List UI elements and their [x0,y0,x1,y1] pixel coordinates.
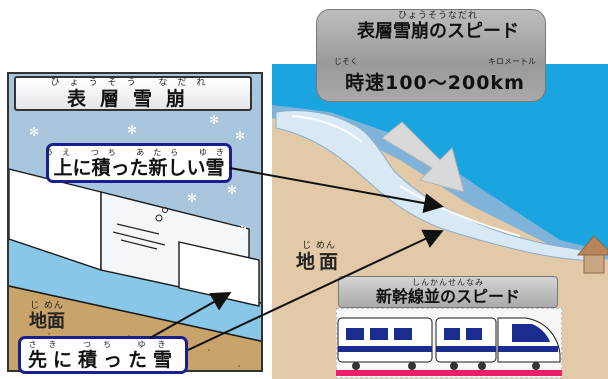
svg-text:✻: ✻ [237,223,247,237]
new-snow-label: 上に積った新しい雪 [53,156,225,179]
shinkansen-header: しんかんせんなみ 新幹線並のスピード [338,276,558,308]
svg-text:✻: ✻ [209,113,219,127]
svg-text:✻: ✻ [235,129,245,143]
left-title-box: ひょうそう なだれ 表層雪崩 [14,76,252,111]
speed-title-group: ひょうそうなだれ 表層雪崩のスピード [330,12,546,41]
svg-text:✻: ✻ [187,191,197,205]
new-snow-ruby: うえ つち あたら ゆき [45,147,233,157]
left-ground-ruby: じ めん [30,301,64,311]
left-ground-label: じ めん 地面 [29,302,65,331]
shinkansen-title: 新幹線並のスピード [375,287,520,306]
shinkansen-train-image [336,308,562,378]
shinkansen-ruby: しんかんせんなみ [411,278,484,287]
old-snow-label-box: さき つち ゆき 先に積った雪 [18,336,188,374]
title-ruby: ひょうそう なだれ [50,77,216,88]
speed-value-group: じそく キロメートル 時速100〜200km [330,58,540,95]
left-ground-text: 地面 [29,311,65,332]
old-snow-label: 先に積った雪 [27,348,178,371]
speed-unit-ruby: キロメートル [488,57,536,66]
svg-text:✻: ✻ [227,183,237,197]
svg-text:✻: ✻ [29,125,39,139]
left-title: 表層雪崩 [66,87,199,110]
speed-prefix-ruby: じそく [334,57,358,66]
svg-text:✻: ✻ [127,123,137,137]
right-ground-label: じ めん 地面 [296,242,342,272]
right-ground-text: 地面 [296,251,343,273]
speed-title: 表層雪崩のスピード [357,21,519,42]
new-snow-label-box: うえ つち あたら ゆき 上に積った新しい雪 [45,143,233,183]
house-icon [576,235,608,274]
speed-value: 時速100〜200km [345,72,525,94]
right-ground-ruby: じ めん [302,241,336,251]
speed-title-ruby: ひょうそうなだれ [397,11,478,21]
speed-header-box [316,9,546,102]
old-snow-ruby: さき つち ゆき [28,339,178,349]
